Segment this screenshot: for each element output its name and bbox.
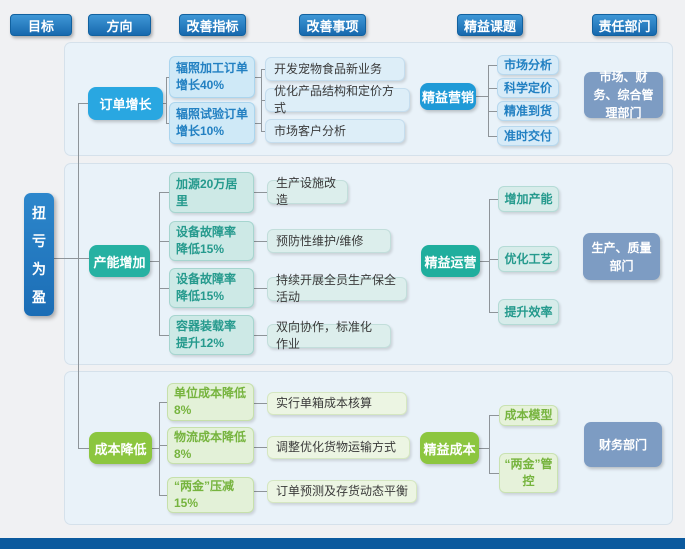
action-node: 调整优化货物运输方式: [267, 436, 410, 459]
connector-line: [479, 448, 489, 449]
connector-line: [255, 123, 261, 124]
indicator-node: 容器装载率提升12%: [169, 315, 254, 355]
connector-line: [159, 288, 169, 289]
indicator-node: 辐照试验订单增长10%: [169, 102, 255, 144]
connector-line: [166, 77, 170, 78]
connector-line: [489, 199, 498, 200]
connector-line: [159, 402, 167, 403]
connector-line: [254, 241, 267, 242]
action-node: 优化产品结构和定价方式: [265, 84, 410, 115]
root-node-label: 扭亏为盈: [32, 204, 46, 305]
connector-line: [159, 495, 167, 496]
action-node: 开发宠物食品新业务: [265, 57, 405, 81]
connector-line: [78, 448, 89, 449]
connector-line: [488, 88, 497, 89]
legend-button-improvement-actions: 改善事项: [299, 14, 366, 36]
connector-line: [488, 111, 497, 112]
root-node: 扭亏为盈: [24, 193, 54, 316]
connector-line: [159, 335, 169, 336]
subtopic-node: 精准到货: [497, 101, 559, 121]
indicator-node: 物流成本降低8%: [167, 427, 254, 464]
goal-node-order-growth: 订单增长: [88, 87, 163, 120]
subtopic-node: “两金”管控: [499, 453, 558, 493]
connector-line: [159, 192, 160, 335]
action-node: 持续开展全员生产保全活动: [267, 273, 407, 304]
connector-line: [254, 192, 267, 193]
legend-button-goal: 目标: [10, 14, 72, 36]
connector-line: [489, 415, 490, 473]
connector-line: [152, 448, 159, 449]
connector-line: [78, 103, 79, 448]
connector-line: [254, 491, 267, 492]
action-node: 预防性维护/维修: [267, 229, 391, 253]
connector-line: [489, 473, 499, 474]
connector-line: [261, 69, 266, 70]
legend-button-improvement-indicators: 改善指标: [179, 14, 246, 36]
connector-line: [254, 403, 267, 404]
connector-line: [159, 445, 167, 446]
connector-line: [488, 136, 497, 137]
department-node: 市场、财务、综合管理部门: [584, 70, 663, 120]
connector-line: [159, 192, 169, 193]
connector-line: [489, 199, 490, 312]
indicator-node: 辐照加工订单增长40%: [169, 56, 255, 98]
department-node: 生产、质量部门: [583, 233, 660, 280]
subtopic-node: 科学定价: [497, 78, 559, 98]
subtopic-node: 增加产能: [498, 186, 559, 212]
legend-button-direction: 方向: [88, 14, 151, 36]
connector-line: [159, 402, 160, 495]
department-node: 财务部门: [584, 422, 662, 467]
indicator-node: 单位成本降低8%: [167, 383, 254, 421]
topic-node-lean-operations: 精益运营: [421, 245, 480, 277]
connector-line: [261, 100, 266, 101]
connector-line: [488, 65, 497, 66]
connector-line: [159, 241, 169, 242]
connector-line: [489, 312, 498, 313]
action-node: 市场客户分析: [265, 119, 405, 143]
indicator-node: 设备故障率降低15%: [169, 221, 254, 261]
connector-line: [489, 259, 498, 260]
action-node: 生产设施改造: [267, 176, 348, 207]
connector-line: [254, 288, 267, 289]
connector-line: [53, 258, 89, 259]
subtopic-node: 提升效率: [498, 299, 559, 325]
goal-node-cost-reduction: 成本降低: [89, 432, 152, 464]
connector-line: [476, 96, 488, 97]
subtopic-node: 准时交付: [497, 126, 559, 146]
connector-line: [254, 447, 267, 448]
goal-node-capacity-increase: 产能增加: [89, 245, 150, 277]
topic-node-lean-cost: 精益成本: [420, 432, 479, 464]
legend-button-responsible-departments: 责任部门: [592, 14, 657, 36]
connector-line: [163, 103, 167, 104]
subtopic-node: 成本模型: [499, 405, 558, 426]
indicator-node: “两金”压减15%: [167, 477, 254, 513]
indicator-node: 设备故障率降低15%: [169, 268, 254, 308]
subtopic-node: 市场分析: [497, 55, 559, 75]
connector-line: [489, 415, 499, 416]
action-node: 双向协作，标准化作业: [267, 320, 391, 351]
footer-bar: [0, 538, 685, 549]
subtopic-node: 优化工艺: [498, 246, 559, 272]
topic-node-lean-marketing: 精益营销: [420, 83, 476, 110]
connector-line: [261, 131, 266, 132]
connector-line: [166, 123, 170, 124]
indicator-node: 加源20万居里: [169, 172, 254, 213]
legend-button-lean-topics: 精益课题: [457, 14, 523, 36]
connector-line: [166, 77, 167, 123]
connector-line: [255, 77, 261, 78]
connector-line: [78, 103, 88, 104]
action-node: 订单预测及存货动态平衡: [267, 480, 417, 503]
connector-line: [150, 261, 159, 262]
connector-line: [480, 261, 489, 262]
connector-line: [254, 335, 267, 336]
action-node: 实行单箱成本核算: [267, 392, 407, 415]
connector-line: [488, 65, 489, 136]
